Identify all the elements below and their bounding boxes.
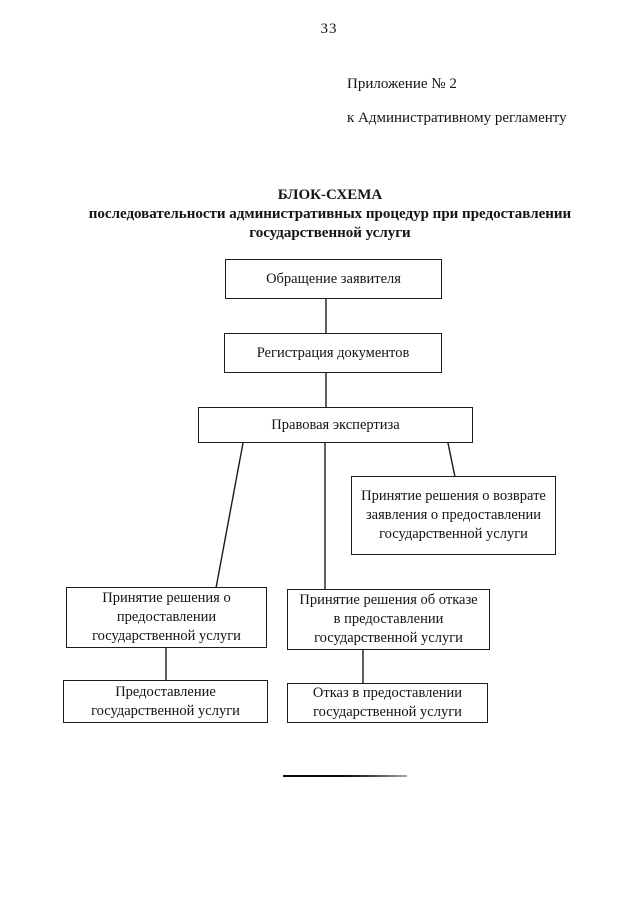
page-number: 33	[320, 21, 338, 37]
title-line-1: БЛОК-СХЕМА	[277, 187, 383, 203]
flowchart-node-return-decision: Принятие решения о возврате заявления о …	[351, 476, 556, 555]
appendix-block: Приложение № 2 к Административному регла…	[347, 75, 567, 127]
title-line-2: последовательности административных проц…	[88, 206, 572, 222]
title-line-3: государственной услуги	[249, 225, 411, 241]
flowchart-node-service-refusal: Отказ в предоставлении государственной у…	[287, 683, 488, 723]
document-title: БЛОК-СХЕМА последовательности администра…	[40, 186, 620, 243]
flowchart-node-legal-expertise: Правовая экспертиза	[198, 407, 473, 443]
appendix-line-1: Приложение № 2	[347, 76, 457, 92]
connector-expertise-to-return-decision	[447, 442, 456, 478]
flowchart-node-grant-decision: Принятие решения о предоставлении госуда…	[66, 587, 267, 648]
flowchart-node-document-registration: Регистрация документов	[224, 333, 442, 373]
flowchart-node-refusal-decision: Принятие решения об отказе в предоставле…	[287, 589, 490, 650]
flowchart-node-applicant-appeal: Обращение заявителя	[225, 259, 442, 299]
appendix-line-2: к Административному регламенту	[347, 110, 567, 126]
connector-expertise-to-grant-decision	[215, 442, 244, 589]
footnote-separator-line	[283, 775, 407, 777]
flowchart-node-service-provision: Предоставление государственной услуги	[63, 680, 268, 723]
